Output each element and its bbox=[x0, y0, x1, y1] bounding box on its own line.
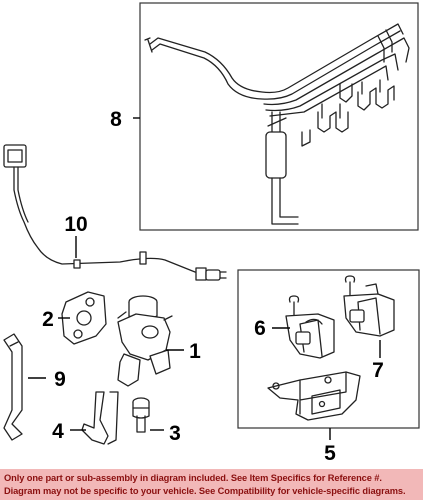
vacuum-lines-group-box bbox=[139, 2, 419, 231]
callout-6: 6 bbox=[254, 317, 266, 340]
vacuum-line-clips bbox=[301, 79, 395, 147]
callout-9: 9 bbox=[54, 368, 66, 391]
vacuum-solenoid-6 bbox=[285, 295, 335, 359]
disclaimer-banner: Only one part or sub-assembly in diagram… bbox=[0, 469, 423, 500]
disclaimer-line-2: Diagram may not be specific to your vehi… bbox=[4, 485, 406, 496]
callout-2: 2 bbox=[42, 308, 54, 331]
vacuum-hose-9 bbox=[3, 333, 23, 441]
callout-10: 10 bbox=[64, 213, 87, 236]
callout-5: 5 bbox=[324, 442, 336, 465]
sensor-harness bbox=[3, 144, 227, 281]
exploded-parts-diagram: 8 10 6 7 bbox=[3, 2, 420, 465]
egr-valve bbox=[117, 295, 173, 387]
disclaimer-line-1: Only one part or sub-assembly in diagram… bbox=[4, 472, 382, 483]
vacuum-filter-3 bbox=[132, 397, 150, 433]
solenoid-mounting-bracket bbox=[267, 371, 361, 421]
callout-7: 7 bbox=[372, 359, 384, 382]
callout-4: 4 bbox=[52, 420, 64, 443]
gasket bbox=[61, 291, 107, 345]
solenoid-group-box bbox=[237, 269, 420, 429]
callout-1: 1 bbox=[189, 340, 201, 363]
callout-8: 8 bbox=[110, 108, 122, 131]
v-hose-4 bbox=[81, 391, 119, 445]
vacuum-line-harness bbox=[144, 23, 410, 225]
callout-3: 3 bbox=[169, 422, 181, 445]
vacuum-solenoid-7 bbox=[343, 275, 395, 337]
